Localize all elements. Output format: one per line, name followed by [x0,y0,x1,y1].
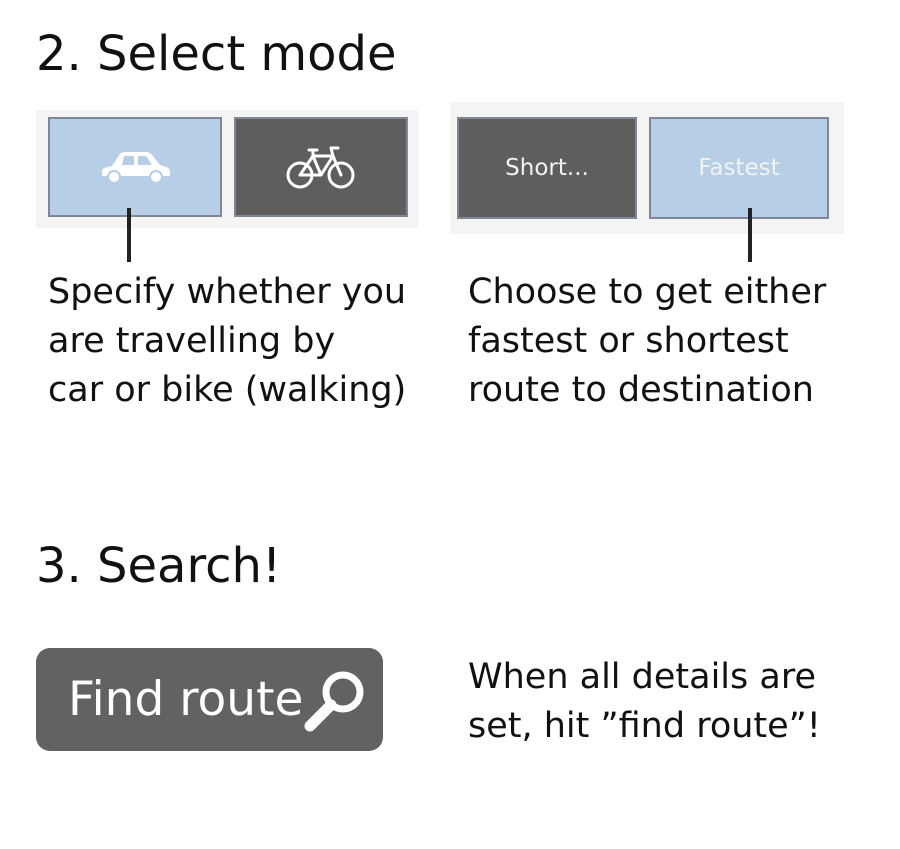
transport-description: Specify whether you are travelling by ca… [48,268,406,415]
route-type-description-line: Choose to get either [468,272,827,312]
transport-description-line: Specify whether you [48,272,407,312]
transport-connector-line [127,208,131,262]
route-type-description-line: fastest or shortest [468,321,789,361]
car-icon [102,152,170,184]
bike-icon [286,146,355,189]
search-icon [304,671,364,732]
search-description: When all details are set, hit ”find rout… [468,653,821,751]
transport-description-line: are travelling by [48,321,336,361]
car-mode-button[interactable] [48,117,222,217]
search-description-line: When all details are [468,657,816,697]
find-route-button[interactable]: Find route [36,648,383,751]
shortest-route-button[interactable]: Short... [457,117,637,219]
route-type-description: Choose to get either fastest or shortest… [468,268,826,415]
route-type-connector-line [748,208,752,262]
transport-description-line: car or bike (walking) [48,370,407,410]
search-heading: 3. Search! [36,538,282,594]
fastest-route-button[interactable]: Fastest [649,117,829,219]
select-mode-heading: 2. Select mode [36,26,397,82]
route-type-description-line: route to destination [468,370,814,410]
search-description-line: set, hit ”find route”! [468,706,821,746]
find-route-label: Find route [68,672,304,727]
bike-mode-button[interactable] [234,117,408,217]
